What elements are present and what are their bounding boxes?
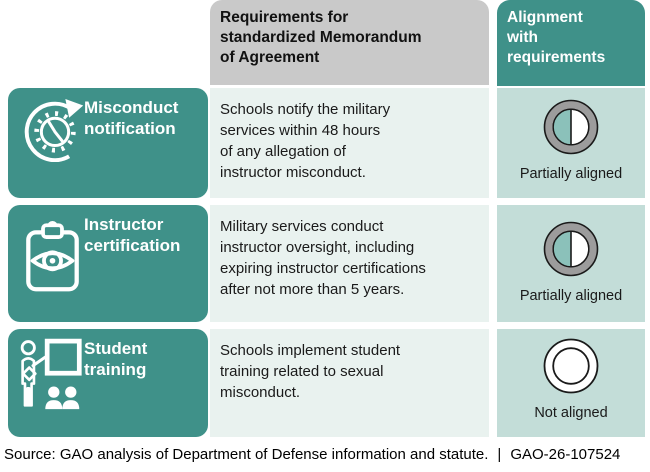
alignment-cell-misconduct: Partially aligned: [497, 88, 645, 198]
row-title: Instructor certification: [84, 215, 181, 256]
requirement-text-certification: Military services conduct instructor ove…: [210, 205, 489, 322]
report-id: GAO-26-107524: [510, 446, 621, 463]
clock-history-icon: [24, 98, 84, 162]
row-title: Student training: [84, 339, 148, 380]
partially-aligned-icon: [543, 99, 599, 155]
source-line: Source: GAO analysis of Department of De…: [4, 446, 648, 463]
alignment-status-label: Not aligned: [534, 405, 608, 421]
requirement-text-training: Schools implement student training relat…: [210, 329, 489, 437]
column-header-alignment: Alignment with requirements: [497, 0, 645, 86]
teacher-board-icon: [20, 338, 82, 410]
alignment-cell-training: Not aligned: [497, 329, 645, 437]
requirement-text-misconduct: Schools notify the military services wit…: [210, 88, 489, 198]
row-label-misconduct-notification: Misconduct notification: [8, 88, 208, 198]
row-title: Misconduct notification: [84, 98, 179, 139]
column-header-requirements: Requirements for standardized Memorandum…: [210, 0, 489, 85]
source-text: Source: GAO analysis of Department of De…: [4, 446, 489, 463]
alignment-cell-certification: Partially aligned: [497, 205, 645, 322]
partially-aligned-icon: [543, 221, 599, 277]
clipboard-eye-icon: [26, 220, 79, 292]
alignment-status-label: Partially aligned: [519, 288, 623, 304]
row-label-student-training: Student training: [8, 329, 208, 437]
not-aligned-icon: [543, 338, 599, 394]
row-label-instructor-certification: Instructor certification: [8, 205, 208, 322]
separator: |: [497, 446, 502, 463]
alignment-status-label: Partially aligned: [519, 166, 623, 182]
